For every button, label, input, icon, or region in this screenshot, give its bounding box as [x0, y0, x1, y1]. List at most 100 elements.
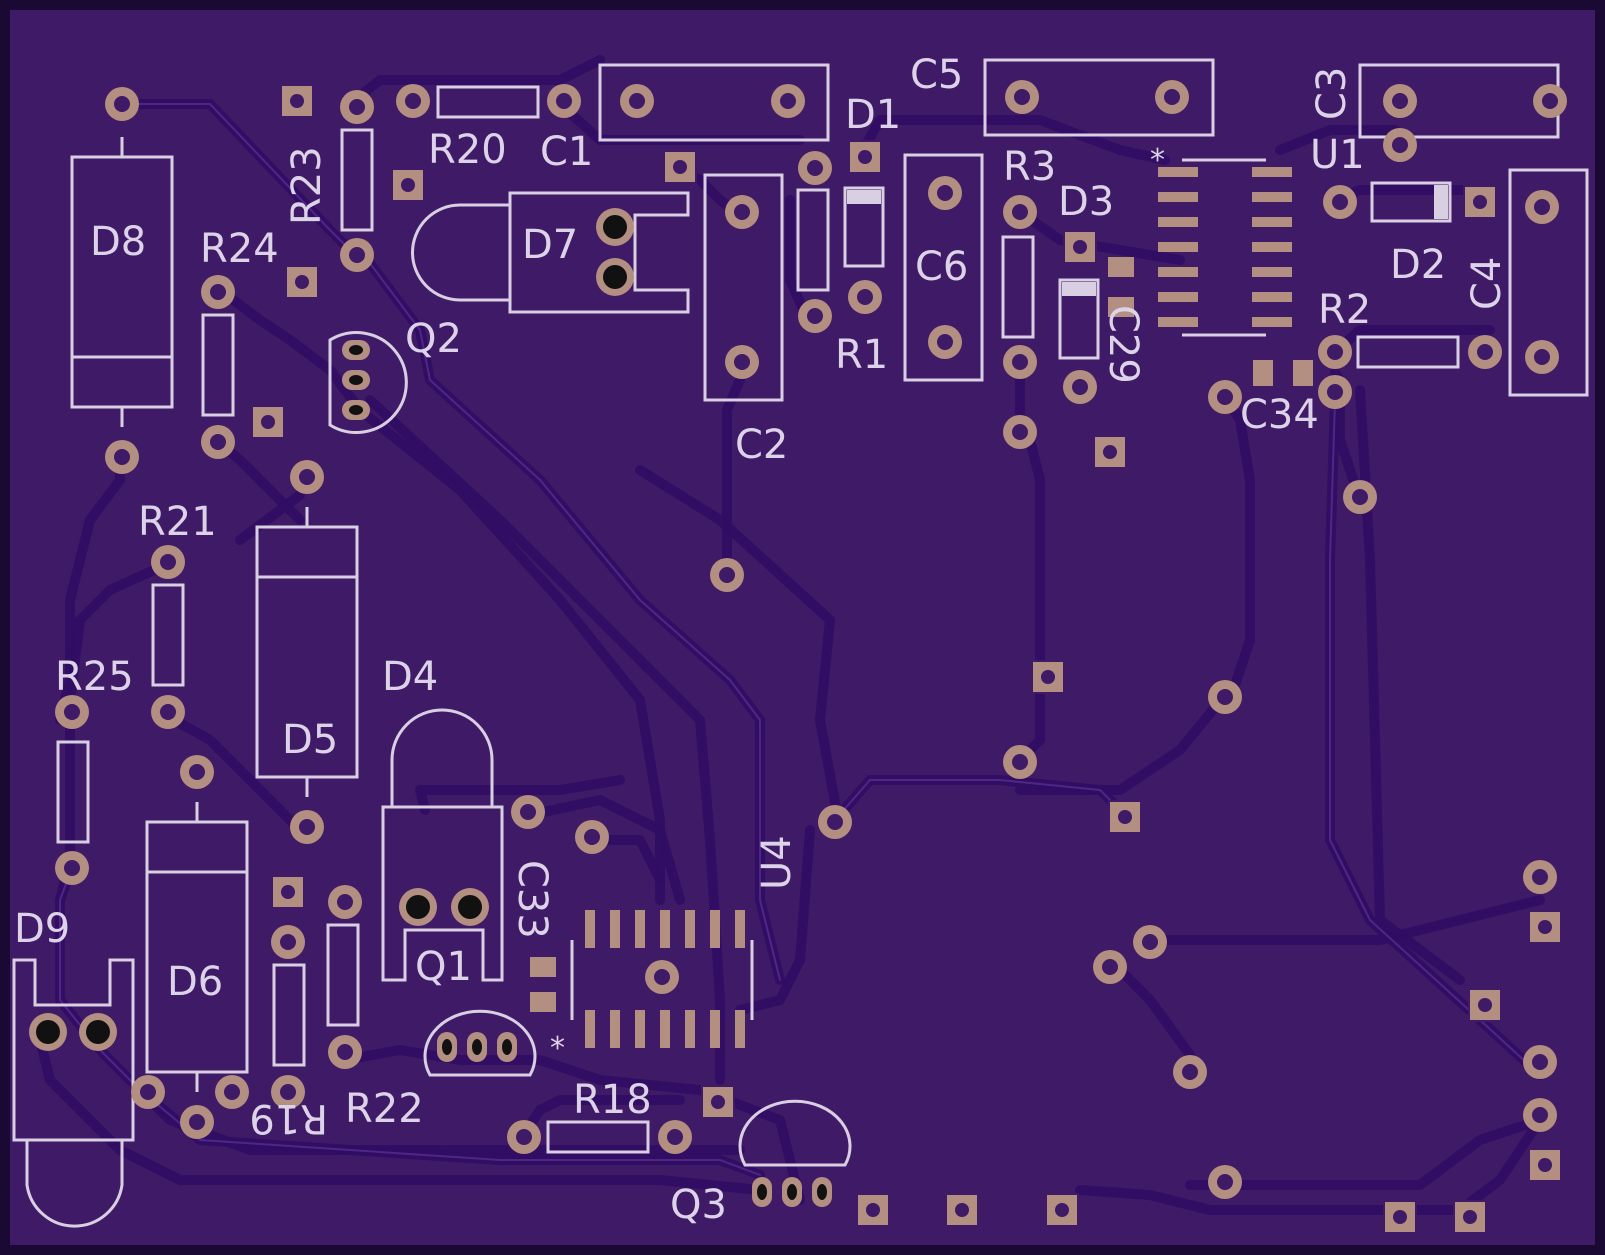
- c6-outline: [903, 153, 984, 382]
- square-pad: [1063, 230, 1097, 264]
- transistor-drill-hole: [757, 1184, 767, 1200]
- pad-drill-hole: [937, 334, 953, 350]
- pad-drill-hole: [337, 1044, 353, 1060]
- pad-drill-hole: [1352, 489, 1368, 505]
- c34-smd-pad: [1253, 360, 1273, 386]
- d7-outline: [508, 191, 690, 314]
- transistor-drill-hole: [472, 1039, 482, 1055]
- r23-outline: [340, 128, 374, 232]
- c5-outline: [983, 58, 1215, 137]
- pad-drill-hole: [807, 160, 823, 176]
- pad-drill-hole: [654, 969, 670, 985]
- pad-drill-hole: [857, 289, 873, 305]
- pad-drill-hole: [189, 764, 205, 780]
- transistor-drill-hole: [349, 375, 363, 385]
- led-drill-hole: [458, 895, 482, 919]
- label-u4: U4: [754, 835, 800, 890]
- u1-left-smd-pad: [1158, 192, 1198, 202]
- u4-top-smd-pad: [735, 910, 745, 948]
- d9-outline: [12, 958, 135, 1142]
- label-c3: C3: [1309, 67, 1355, 120]
- pad-drill-hole: [1327, 344, 1343, 360]
- pad-drill-hole: [1055, 1203, 1069, 1217]
- label-d5: D5: [282, 717, 338, 763]
- led-drill-hole: [603, 265, 627, 289]
- pad-drill-hole: [114, 449, 130, 465]
- label-r23: R23: [284, 146, 330, 225]
- u1-left-smd-pad: [1158, 167, 1198, 177]
- r2-outline: [1356, 335, 1460, 369]
- d3-outline: [1058, 278, 1100, 360]
- pad-drill-hole: [1534, 199, 1550, 215]
- pad-drill-hole: [1217, 389, 1233, 405]
- pad-drill-hole: [955, 1203, 969, 1217]
- pad-drill-hole: [401, 178, 415, 192]
- pad-drill-hole: [280, 934, 296, 950]
- label-c33: C33: [509, 860, 555, 939]
- pad-drill-hole: [1012, 354, 1028, 370]
- u4-top-smd-pad: [685, 910, 695, 948]
- pad-drill-hole: [1073, 240, 1087, 254]
- pad-drill-hole: [667, 1129, 683, 1145]
- label-d8: D8: [90, 219, 146, 265]
- pad-drill-hole: [734, 354, 750, 370]
- pad-drill-hole: [1463, 1210, 1477, 1224]
- pad-drill-hole: [1392, 93, 1408, 109]
- pad-drill-hole: [1532, 869, 1548, 885]
- pad-drill-hole: [349, 247, 365, 263]
- q1-outline: [423, 1009, 537, 1077]
- pad-drill-hole: [1532, 1054, 1548, 1070]
- label-u1: U1: [1310, 132, 1365, 178]
- pad-drill-hole: [1072, 379, 1088, 395]
- transistor-drill-hole: [349, 345, 363, 355]
- pad-layer: [29, 80, 1567, 1234]
- q2-outline: [328, 331, 408, 434]
- pad-drill-hole: [349, 99, 365, 115]
- d1-outline: [843, 186, 885, 268]
- pad-drill-hole: [1012, 424, 1028, 440]
- pad-drill-hole: [780, 93, 796, 109]
- c33-smd-pad: [530, 957, 556, 977]
- label-c29: C29: [1100, 305, 1146, 384]
- c34-smd-pad: [1293, 360, 1313, 386]
- pad-drill-hole: [1538, 920, 1552, 934]
- pad-drill-hole: [1473, 195, 1487, 209]
- u4-pin1-marker: *: [550, 1031, 565, 1066]
- pad-drill-hole: [1118, 810, 1132, 824]
- pad-drill-hole: [261, 415, 275, 429]
- c29-smd-pad: [1108, 257, 1134, 277]
- d4-outline: [381, 805, 504, 982]
- c33-smd-pad: [530, 992, 556, 1012]
- pad-drill-hole: [1538, 1158, 1552, 1172]
- label-d2: D2: [1390, 242, 1446, 288]
- pad-drill-hole: [224, 1084, 240, 1100]
- pad-drill-hole: [520, 804, 536, 820]
- pad-drill-hole: [866, 1203, 880, 1217]
- label-q1: Q1: [415, 944, 472, 990]
- r24-outline: [201, 313, 235, 417]
- u4-bottom-smd-pad: [635, 1010, 645, 1048]
- pad-drill-hole: [673, 160, 687, 174]
- pad-drill-hole: [280, 1084, 296, 1100]
- d2-outline: [1370, 181, 1452, 223]
- pad-drill-hole: [1478, 998, 1492, 1012]
- pad-drill-hole: [556, 93, 572, 109]
- pad-drill-hole: [1012, 204, 1028, 220]
- led-drill-hole: [603, 215, 627, 239]
- pad-drill-hole: [807, 308, 823, 324]
- pad-drill-hole: [1217, 689, 1233, 705]
- u4-bottom-smd-pad: [735, 1010, 745, 1048]
- u1-right-smd-pad: [1252, 242, 1292, 252]
- u4-top-smd-pad: [635, 910, 645, 948]
- u1-right-smd-pad: [1252, 167, 1292, 177]
- u1-left-smd-pad: [1158, 292, 1198, 302]
- pad-drill-hole: [405, 93, 421, 109]
- pad-drill-hole: [1327, 384, 1343, 400]
- label-q2: Q2: [405, 316, 462, 362]
- pad-drill-hole: [210, 284, 226, 300]
- label-r21: R21: [138, 499, 217, 545]
- label-r19: R19: [249, 1095, 328, 1141]
